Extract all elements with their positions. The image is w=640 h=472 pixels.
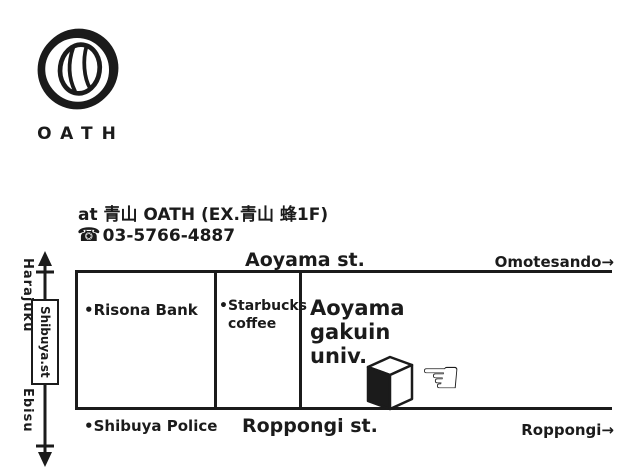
ebisu-direction-label: Ebisu bbox=[20, 388, 35, 433]
aoyama-gakuin-label-line2: gakuin bbox=[310, 320, 391, 344]
pointing-hand-icon: ☜ bbox=[420, 350, 462, 404]
starbucks-label-line1: •Starbucks bbox=[219, 298, 308, 314]
block-divider-line-1 bbox=[214, 270, 217, 410]
oath-logo-icon bbox=[37, 28, 119, 110]
starbucks-label-line2: coffee bbox=[228, 316, 277, 332]
phone-icon: ☎ bbox=[77, 224, 101, 246]
aoyama-gakuin-label-line3: univ. bbox=[310, 344, 368, 368]
shibuya-station-label: Shibuya.st bbox=[38, 306, 52, 378]
venue-address: at 青山 OATH (EX.青山 蜂1F) bbox=[78, 205, 329, 225]
venue-phone: ☎03-5766-4887 bbox=[77, 224, 235, 246]
roppongi-direction-label: Roppongi→ bbox=[521, 421, 614, 439]
phone-number: 03-5766-4887 bbox=[102, 226, 236, 246]
risona-bank-label: •Risona Bank bbox=[84, 301, 198, 319]
roppongi-street-label: Roppongi st. bbox=[242, 415, 378, 437]
left-road-line bbox=[75, 270, 78, 410]
oath-logo: OATH bbox=[28, 22, 128, 144]
venue-building-icon bbox=[366, 355, 414, 411]
oath-wordmark: OATH bbox=[37, 124, 125, 144]
aoyama-street-line bbox=[75, 270, 612, 273]
aoyama-gakuin-label-line1: Aoyama bbox=[310, 296, 405, 320]
aoyama-street-label: Aoyama st. bbox=[245, 249, 365, 271]
shibuya-station-box: Shibuya.st bbox=[31, 299, 59, 385]
roppongi-street-line bbox=[75, 407, 612, 410]
block-divider-line-2 bbox=[299, 270, 302, 410]
shibuya-police-label: •Shibuya Police bbox=[84, 417, 218, 435]
omotesando-direction-label: Omotesando→ bbox=[494, 253, 614, 271]
